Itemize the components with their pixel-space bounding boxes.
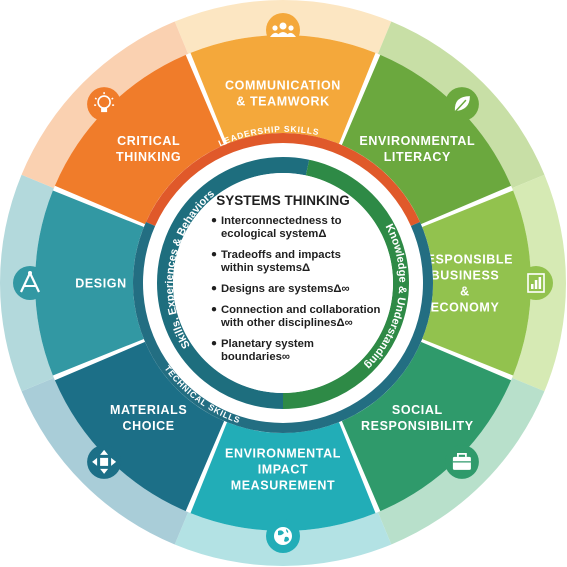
center-item: Designs are systemsΔ∞ [221, 283, 350, 295]
center-title: SYSTEMS THINKING [216, 193, 350, 208]
knowledge-understanding-ring [283, 158, 410, 410]
bullet-icon [211, 341, 217, 346]
segment-wedge [341, 341, 512, 512]
segment-wedge [190, 422, 376, 531]
segment-wedge [34, 190, 144, 376]
move-arrows-icon [87, 444, 122, 479]
leaf-icon [444, 87, 479, 122]
people-icon [266, 13, 300, 47]
inner-rings [133, 132, 434, 433]
segment-wedge [54, 54, 225, 225]
bar-chart-icon [519, 266, 553, 300]
globe-icon [266, 519, 300, 553]
briefcase-icon [444, 444, 479, 479]
segment-wedge [422, 190, 531, 376]
segment-communication-teamwork: COMMUNICATION& TEAMWORK [174, 0, 392, 144]
bullet-icon [211, 218, 217, 223]
design-label: DESIGN [75, 277, 127, 291]
bullet-icon [211, 286, 217, 291]
communication-teamwork-label: COMMUNICATION& TEAMWORK [225, 79, 341, 109]
segment-wedge [54, 341, 225, 512]
bullet-icon [211, 307, 217, 312]
leadership-skills-ring [145, 132, 421, 227]
lightbulb-icon [87, 87, 122, 122]
segment-wedge [341, 54, 512, 225]
compass-icon [13, 266, 47, 300]
bullet-icon [211, 252, 217, 257]
center-disc [173, 173, 393, 393]
segment-design: DESIGN [0, 174, 144, 392]
segment-wedge [190, 35, 376, 144]
